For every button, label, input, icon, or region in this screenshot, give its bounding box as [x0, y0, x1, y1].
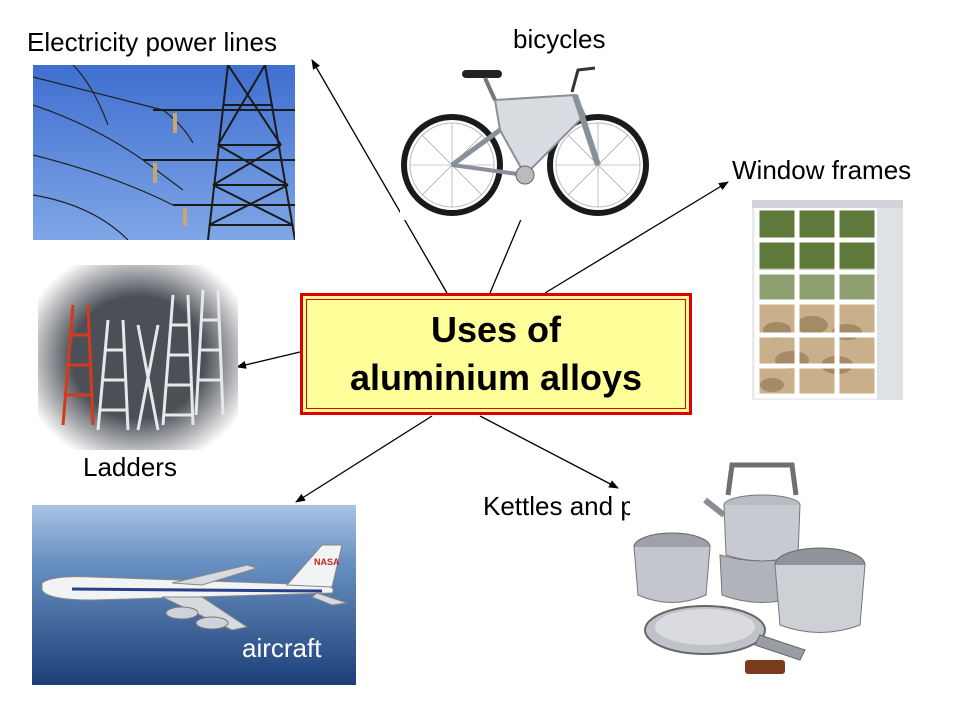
power-lines-image [33, 65, 295, 240]
arrow-to-power-lines [311, 59, 448, 294]
central-topic-title: Uses of aluminium alloys [350, 306, 642, 402]
arrow-to-ladders [236, 351, 301, 369]
label-aircraft: aircraft [242, 633, 322, 663]
ladders-image [38, 265, 238, 450]
bicycle-image [400, 60, 655, 220]
arrow-to-window-frames [544, 181, 729, 294]
window-frames-image [752, 200, 903, 400]
arrow-to-kettles [479, 415, 619, 489]
aircraft-image: NASA aircraft [32, 505, 356, 685]
kettles-image [630, 455, 880, 690]
aircraft-tail-text: NASA [314, 557, 340, 567]
label-power-lines: Electricity power lines [27, 27, 277, 57]
central-topic-line-2: aluminium alloys [349, 357, 643, 398]
central-topic-box: Uses of aluminium alloys [300, 293, 692, 415]
label-window-frames: Window frames [732, 155, 912, 185]
label-ladders: Ladders [83, 452, 177, 482]
arrow-to-aircraft [295, 415, 433, 503]
central-topic-line-1: Uses of [430, 309, 562, 350]
label-bicycles: bicycles [513, 24, 606, 54]
